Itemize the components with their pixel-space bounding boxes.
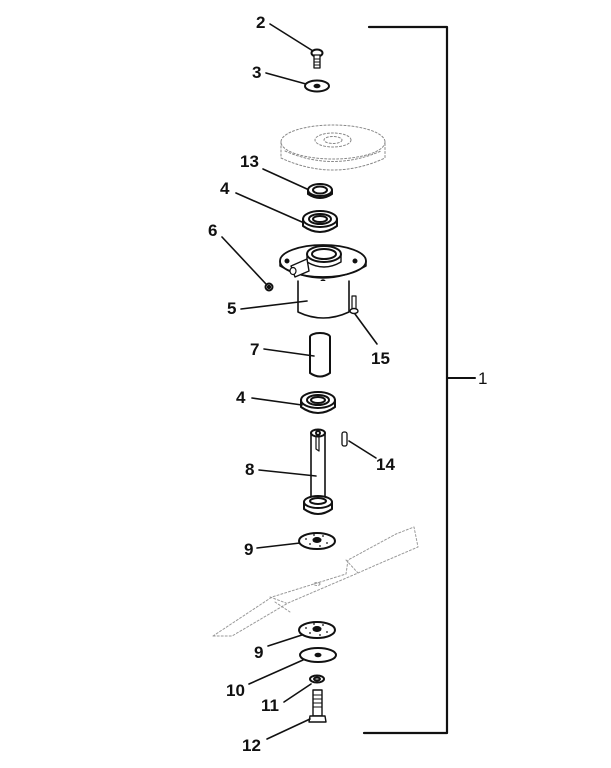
callout-part-4-lower: 4 [236,388,246,407]
callout-part-10: 10 [226,681,245,700]
callout-part-9-lower: 9 [254,643,264,662]
bearing-icon [235,192,338,233]
callout-part-3: 3 [252,63,262,82]
spindle-housing-icon [240,244,367,319]
blade-adapter-icon [267,621,336,647]
callout-part-7: 7 [250,340,260,359]
seal-icon [262,168,333,199]
callout-part-4-upper: 4 [220,179,230,198]
mower-blade-icon [212,526,419,637]
callout-part-1: 1 [478,369,488,388]
screw-small-icon [349,295,378,345]
assembly-bracket [362,25,476,735]
callout-part-12: 12 [242,736,261,755]
grease-fitting-icon [221,236,274,292]
callout-part-2: 2 [256,13,266,32]
bearing-icon [251,391,336,414]
callout-part-15: 15 [371,349,390,368]
callout-part-5: 5 [227,299,237,318]
callout-part-9-upper: 9 [244,540,254,559]
key-icon [341,431,377,459]
spindle-shaft-icon [258,428,333,515]
bolt-icon [266,689,327,740]
blade-adapter-icon [256,532,336,550]
lock-washer-icon [283,674,325,703]
pulley-icon [280,124,386,171]
callout-part-13: 13 [240,152,259,171]
callout-part-11: 11 [261,696,279,715]
callout-part-8: 8 [245,460,255,479]
callout-part-6: 6 [208,221,218,240]
washer-large-icon [248,647,337,685]
screw-icon [269,23,324,69]
callout-part-14: 14 [376,455,395,474]
washer-icon [265,72,330,93]
spacer-tube-icon [263,332,331,378]
